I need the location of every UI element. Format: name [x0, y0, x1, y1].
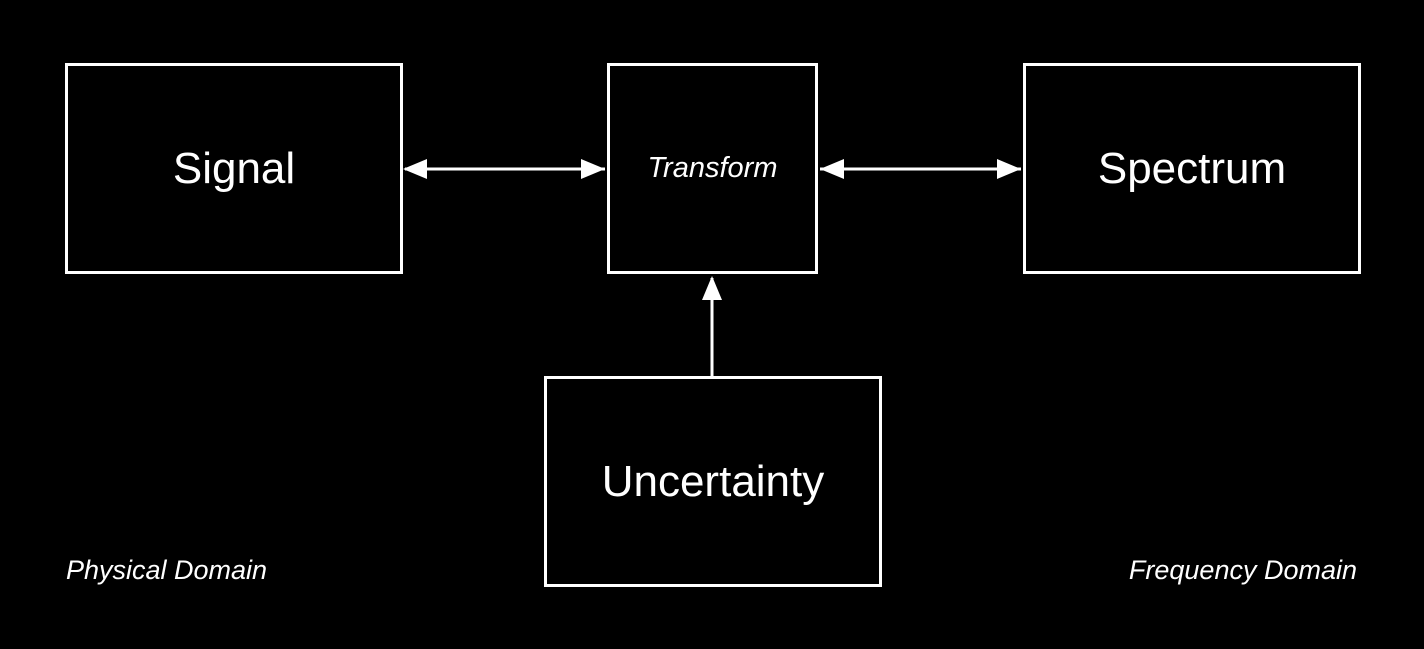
frequency-domain-label: Frequency Domain: [1128, 555, 1357, 585]
signal-node: Signal: [65, 63, 403, 274]
uncertainty-label: Uncertainty: [601, 456, 825, 506]
arrowhead-right-icon: [997, 159, 1021, 179]
edge-signal-transform: [403, 159, 605, 179]
arrowhead-left-icon: [403, 159, 427, 179]
physical-domain-label: Physical Domain: [66, 555, 268, 585]
transform-label: Transform: [647, 152, 778, 184]
arrowhead-right-icon: [581, 159, 605, 179]
edge-transform-spectrum: [820, 159, 1021, 179]
arrowhead-up-icon: [702, 276, 722, 300]
spectrum-label: Spectrum: [1097, 143, 1287, 193]
uncertainty-node: Uncertainty: [544, 376, 882, 587]
spectrum-node: Spectrum: [1023, 63, 1361, 274]
edge-uncertainty-transform: [702, 276, 722, 376]
signal-label: Signal: [172, 143, 296, 193]
transform-node: Transform: [607, 63, 818, 274]
arrowhead-left-icon: [820, 159, 844, 179]
